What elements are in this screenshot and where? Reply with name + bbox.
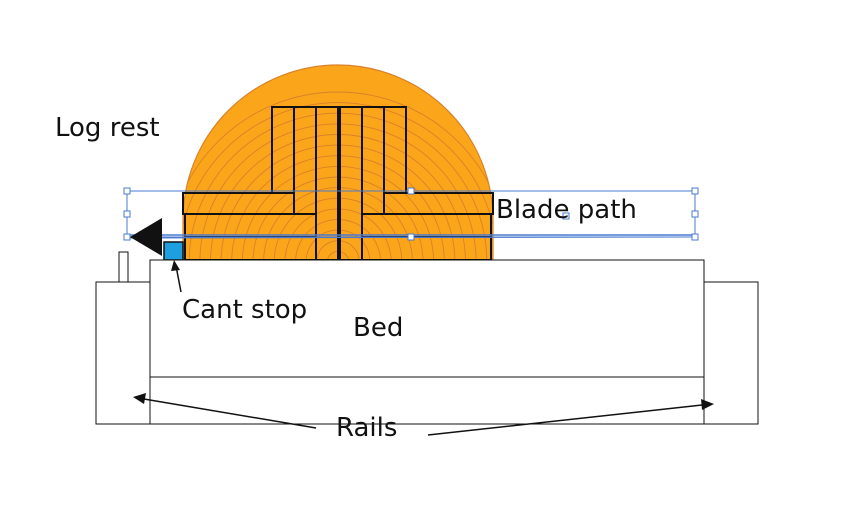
post [118,251,129,284]
selection-handle [691,187,699,195]
cant-stop-label: Cant stop [182,295,307,325]
selection-handle [691,233,699,241]
growth-ring [183,102,493,260]
blade-path-label: Blade path [496,195,637,225]
bed [149,259,705,378]
cant-stop-arrowhead [171,260,180,271]
selection-handles [123,187,699,241]
selection-handle [691,210,699,218]
rails-arrow-right [427,404,703,436]
rails-label: Rails [336,413,397,443]
cant-stop [163,241,184,261]
rail-left [95,281,151,425]
log-rest-label: Log rest [55,113,160,143]
log-rest-triangle [130,218,162,256]
bed-label: Bed [353,313,403,343]
rail-right [703,281,759,425]
selection-handle [123,233,131,241]
board-cuts [182,106,494,261]
selection-handle [562,212,570,220]
bed-base [149,376,705,425]
selection-handle [407,187,415,195]
blade-path-guide [123,187,699,241]
growth-ring [183,91,493,260]
rails-arrowhead-left [133,393,146,404]
selection-handle [407,233,415,241]
rails-arrow-left [143,398,317,429]
arrows [133,260,714,436]
selection-handle [123,210,131,218]
rails-arrowhead-right [701,399,714,410]
selection-handle [123,187,131,195]
